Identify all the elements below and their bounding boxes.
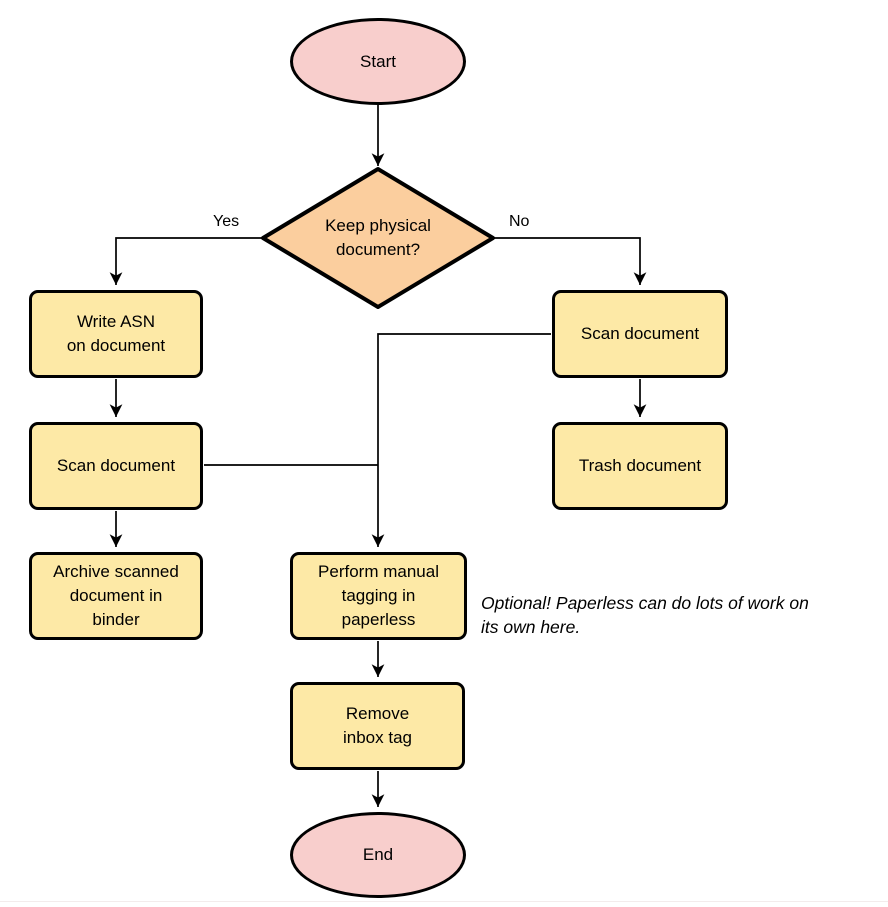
node-scan-document-right: Scan document bbox=[552, 290, 728, 378]
optional-note: Optional! Paperless can do lots of work … bbox=[481, 593, 809, 637]
edge-label-no: No bbox=[506, 213, 533, 231]
node-decision: Keep physical document? bbox=[260, 166, 496, 310]
bottom-divider bbox=[0, 901, 888, 902]
node-trash-document: Trash document bbox=[552, 422, 728, 510]
node-write-asn-label: Write ASN on document bbox=[66, 312, 166, 355]
node-end: End bbox=[290, 812, 466, 898]
node-remove-inbox-tag: Remove inbox tag bbox=[290, 682, 465, 770]
edge-scan-right-to-tagging bbox=[371, 333, 551, 547]
node-write-asn: Write ASN on document bbox=[29, 290, 203, 378]
decision-diamond-shape bbox=[261, 167, 495, 309]
node-start: Start bbox=[290, 18, 466, 105]
node-start-label: Start bbox=[360, 51, 396, 71]
node-trash-document-label: Trash document bbox=[578, 456, 702, 475]
node-manual-tagging: Perform manual tagging in paperless bbox=[290, 552, 467, 640]
edge-decision-yes-to-write-asn bbox=[109, 237, 265, 285]
node-scan-document-right-label: Scan document bbox=[580, 324, 700, 343]
edge-label-yes: Yes bbox=[210, 213, 243, 231]
node-decision-label: Keep physical document? bbox=[325, 216, 431, 259]
edge-decision-no-to-scan-right bbox=[491, 237, 647, 285]
node-archive-binder: Archive scanned document in binder bbox=[29, 552, 203, 640]
node-scan-document-left: Scan document bbox=[29, 422, 203, 510]
node-end-label: End bbox=[362, 845, 394, 864]
node-scan-document-left-label: Scan document bbox=[56, 456, 176, 475]
node-archive-binder-label: Archive scanned document in binder bbox=[53, 562, 179, 629]
node-remove-inbox-tag-label: Remove inbox tag bbox=[343, 704, 412, 747]
node-manual-tagging-label: Perform manual tagging in paperless bbox=[318, 562, 439, 629]
